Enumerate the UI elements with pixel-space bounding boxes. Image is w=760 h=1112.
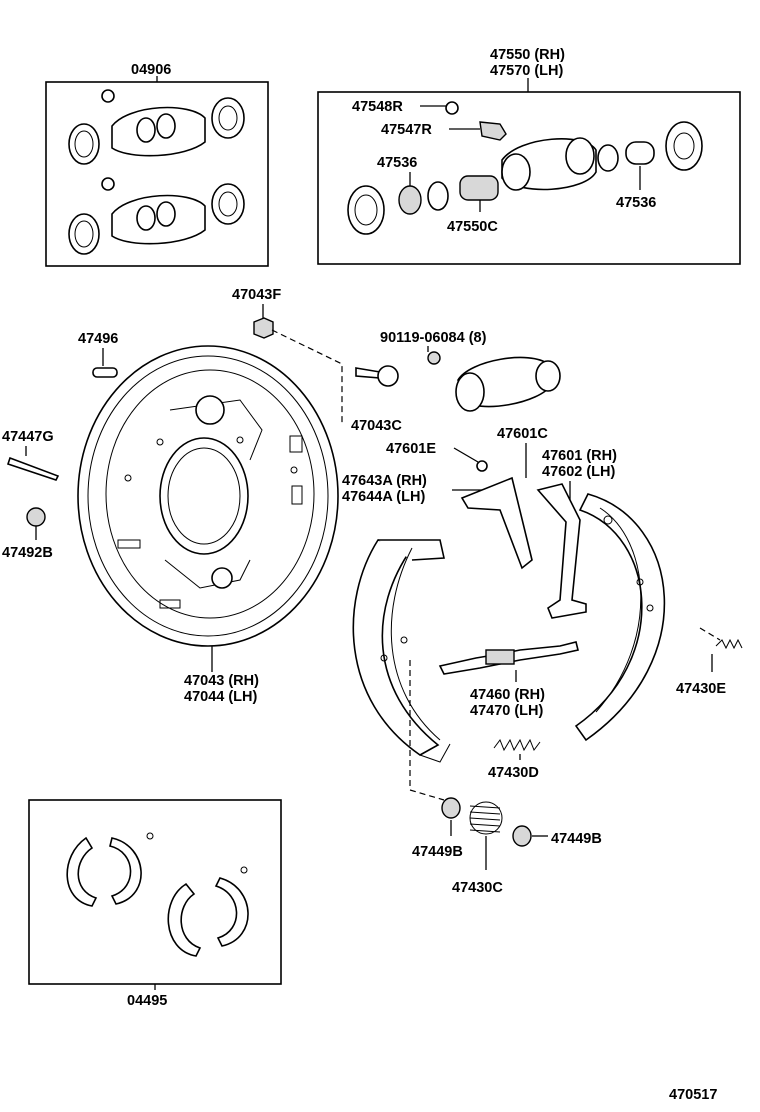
washer-icon (476, 460, 488, 472)
cup-icon (156, 113, 176, 139)
left-brake-shoe-icon (352, 539, 440, 756)
anchor-icon (211, 567, 233, 589)
kit-04906-lower-row (68, 177, 245, 255)
label-90119: 90119-06084 (8) (380, 330, 487, 346)
bleeder-cap-icon (101, 177, 115, 191)
boot-icon (68, 123, 100, 165)
piston-icon (398, 185, 422, 215)
label-47570-lh: 47570 (LH) (490, 63, 564, 79)
shoe-pair-2-right-icon (214, 877, 249, 947)
label-47430d: 47430D (488, 765, 539, 781)
plug-icon (92, 367, 118, 378)
boot-icon (211, 183, 245, 225)
label-47430c: 47430C (452, 880, 503, 896)
bleeder-cap-icon (101, 89, 115, 103)
adjuster-wheel-icon (485, 649, 515, 665)
piston-icon (136, 205, 156, 231)
cup-icon (427, 181, 449, 211)
shoe-pair-1-right-icon (109, 837, 142, 905)
wheel-cylinder-group: 47550 (RH) 47570 (LH) 47548R 47547R 4753… (317, 47, 741, 265)
wheel-cylinder-frame (317, 91, 741, 265)
spring-icon (459, 175, 499, 201)
right-brake-shoe-icon (574, 493, 666, 742)
spring-cup-icon (441, 797, 461, 819)
brake-shoe-group: 47601E 47601C 47643A (RH) 47644A (LH) 47… (342, 426, 743, 896)
label-47496: 47496 (78, 331, 118, 347)
shoe-pair-1-left-icon (66, 836, 98, 907)
bleeder-screw-icon (479, 121, 507, 141)
label-47536-left: 47536 (377, 155, 417, 171)
boot-icon (68, 213, 100, 255)
shoe-pair-2-left-icon (167, 882, 202, 957)
label-04906: 04906 (131, 62, 171, 78)
label-47449b-right: 47449B (551, 831, 602, 847)
pin-icon (6, 456, 60, 481)
cup-icon (156, 201, 176, 227)
label-47550c: 47550C (447, 219, 498, 235)
cylinder-mount-icon (195, 395, 225, 425)
label-47460-rh: 47460 (RH) (470, 687, 545, 703)
boot-icon (211, 97, 245, 139)
label-47601e: 47601E (386, 441, 436, 457)
bolt-icon (427, 351, 441, 365)
boot-icon (347, 185, 385, 235)
piston-icon (625, 141, 655, 165)
label-47601c: 47601C (497, 426, 548, 442)
label-47547r: 47547R (381, 122, 432, 138)
adjusting-lever-icon (536, 483, 587, 619)
piston-icon (136, 117, 156, 143)
label-47643a-rh: 47643A (RH) (342, 473, 427, 489)
label-47601-rh: 47601 (RH) (542, 448, 617, 464)
bleeder-cap-icon (445, 101, 459, 115)
backing-plate-hub-icon (159, 437, 249, 555)
spring-cup-icon (512, 825, 532, 847)
label-47043c: 47043C (351, 418, 402, 434)
label-47644a-lh: 47644A (LH) (342, 489, 425, 505)
backing-plate-group: 47043F 47496 90119-06084 (8) 47043C (2, 287, 561, 705)
label-47602-lh: 47602 (LH) (542, 464, 616, 480)
label-47430e: 47430E (676, 681, 726, 697)
kit-04906-group: 04906 (45, 62, 269, 267)
label-47536-right: 47536 (616, 195, 656, 211)
label-04495: 04495 (127, 993, 167, 1009)
kit-04495-frame (28, 799, 282, 985)
label-47492b: 47492B (2, 545, 53, 561)
label-47550-rh: 47550 (RH) (490, 47, 565, 63)
kit-04495-group: 04495 (28, 799, 282, 1009)
label-47044-lh: 47044 (LH) (184, 689, 258, 705)
cup-washer-icon (26, 507, 46, 527)
kit-04906-upper-row (68, 89, 245, 165)
label-47043-rh: 47043 (RH) (184, 673, 259, 689)
label-47470-lh: 47470 (LH) (470, 703, 544, 719)
label-47548r: 47548R (352, 99, 403, 115)
label-47447g: 47447G (2, 429, 54, 445)
label-47043f: 47043F (232, 287, 281, 303)
nut-icon (253, 317, 274, 339)
label-47449b-left: 47449B (412, 844, 463, 860)
boot-icon (665, 121, 703, 171)
cup-icon (597, 144, 619, 172)
hold-down-spring-icon (469, 805, 501, 833)
parking-lever-icon (460, 476, 533, 570)
bleeder-plug-icon (355, 367, 381, 379)
diagram-id: 470517 (669, 1087, 717, 1103)
